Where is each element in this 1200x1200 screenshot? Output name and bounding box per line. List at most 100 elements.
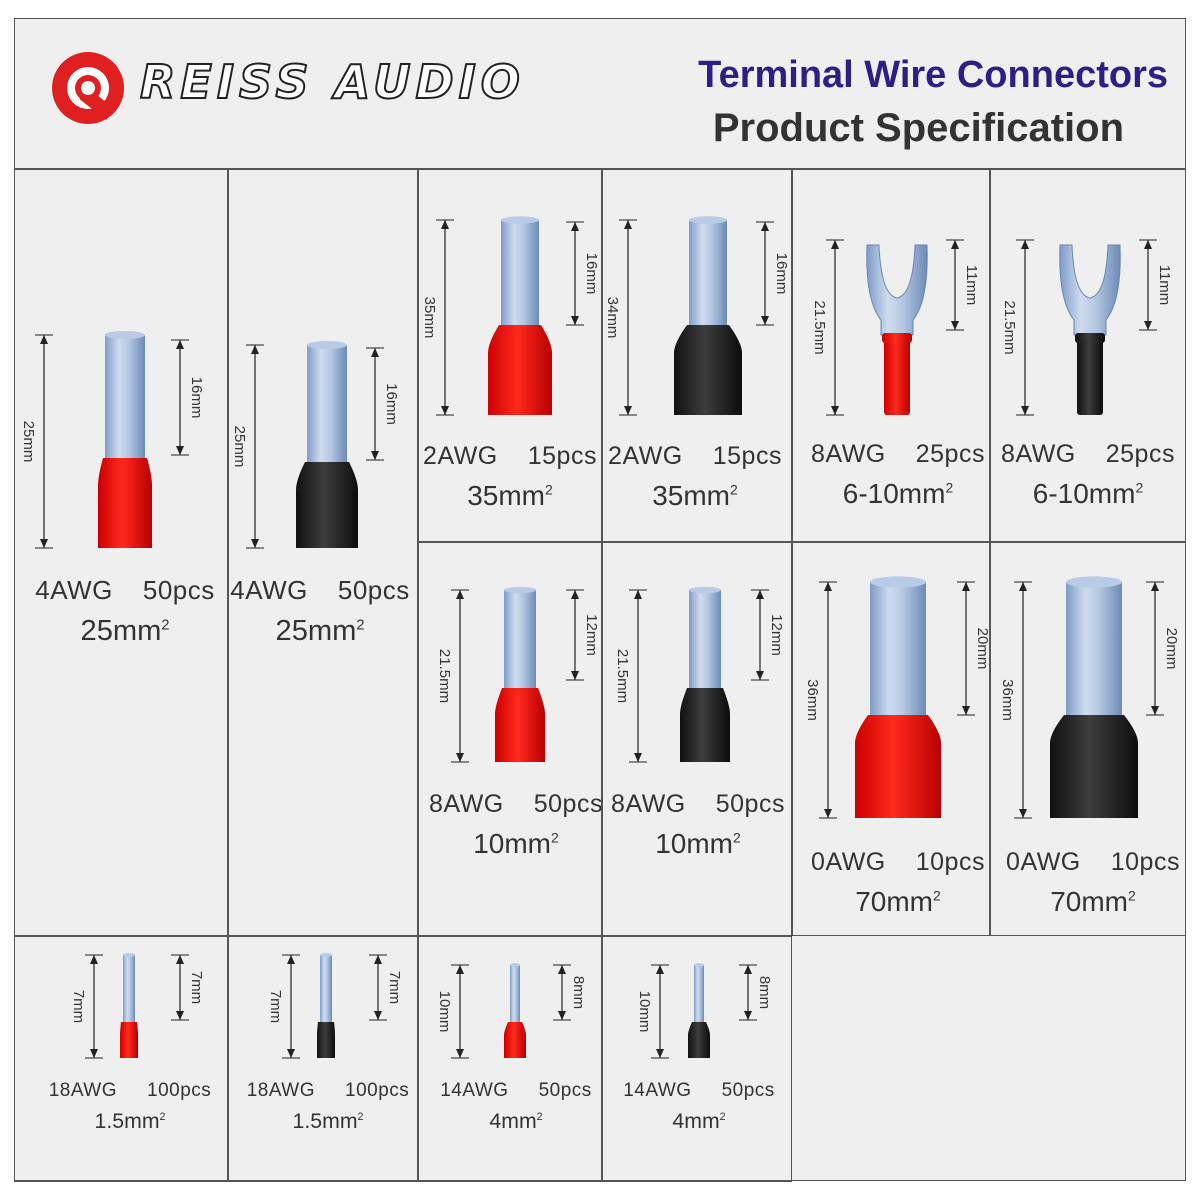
cross-section-size: 4mm xyxy=(489,1108,537,1133)
quantity: 50pcs xyxy=(721,1080,775,1101)
cross-section-size: 10mm xyxy=(473,827,551,859)
dimension-tube-b: 16mm xyxy=(366,347,400,461)
quantity: 15pcs xyxy=(712,442,782,470)
product-cell-g xyxy=(418,542,602,936)
cross-section-size: 25mm xyxy=(80,615,162,648)
awg-gauge: 14AWG xyxy=(623,1080,692,1101)
dimension-total-g: 21.5mm xyxy=(436,589,469,763)
awg-gauge: 2AWG xyxy=(608,442,683,470)
dimension-total-c: 35mm xyxy=(421,219,454,416)
squared-superscript: 2 xyxy=(932,887,941,904)
squared-superscript: 2 xyxy=(550,829,559,846)
quantity: 25pcs xyxy=(1105,440,1175,468)
squared-superscript: 2 xyxy=(945,479,954,496)
product-cell-d xyxy=(602,168,792,542)
connector-ferrule-black-l xyxy=(317,953,335,1058)
svg-text:35mm: 35mm xyxy=(421,297,438,339)
svg-text:8mm: 8mm xyxy=(756,976,773,1009)
quantity: 25pcs xyxy=(915,440,985,468)
svg-text:36mm: 36mm xyxy=(999,679,1016,721)
svg-text:7mm: 7mm xyxy=(188,971,205,1004)
svg-text:21.5mm: 21.5mm xyxy=(614,649,631,703)
svg-text:10mm: 10mm xyxy=(636,991,653,1033)
quantity: 50pcs xyxy=(533,790,603,818)
svg-text:25mm: 25mm xyxy=(20,421,37,463)
cross-section-size: 35mm xyxy=(652,479,730,511)
awg-gauge: 8AWG xyxy=(811,440,886,468)
dimension-tube-a: 16mm xyxy=(171,339,205,456)
connector-ferrule-black-j xyxy=(1050,576,1138,818)
awg-gauge: 8AWG xyxy=(1001,440,1076,468)
svg-text:11mm: 11mm xyxy=(963,265,980,306)
squared-superscript: 2 xyxy=(1135,479,1144,496)
dimension-total-f: 21.5mm xyxy=(1001,239,1034,416)
connector-ferrule-black-n xyxy=(688,963,710,1058)
cross-section-size: 10mm xyxy=(655,827,733,859)
connector-ferrule-black-b xyxy=(296,341,358,548)
awg-gauge: 4AWG xyxy=(35,575,113,605)
product-cell-i xyxy=(792,542,990,936)
awg-gauge: 14AWG xyxy=(440,1080,509,1101)
dimension-total-j: 36mm xyxy=(999,581,1032,819)
awg-gauge: 0AWG xyxy=(811,848,886,876)
cross-section-size: 4mm xyxy=(672,1108,720,1133)
product-label-g: 8AWG 50pcs 10mm2 xyxy=(429,790,603,860)
dimension-tube-m: 8mm xyxy=(553,964,587,1021)
awg-gauge: 2AWG xyxy=(423,442,498,470)
product-cell-c xyxy=(418,168,602,542)
dimension-total-h: 21.5mm xyxy=(614,589,647,763)
dimension-tube-h: 12mm xyxy=(751,589,785,681)
quantity: 50pcs xyxy=(538,1080,592,1101)
squared-superscript: 2 xyxy=(729,481,738,498)
svg-text:10mm: 10mm xyxy=(436,991,453,1033)
connector-ferrule-black-h xyxy=(680,586,730,762)
quantity: 100pcs xyxy=(147,1080,212,1101)
connector-fork-black-f xyxy=(1059,244,1121,415)
dimension-total-a: 25mm xyxy=(20,334,53,549)
dimension-total-d: 34mm xyxy=(604,219,637,416)
connector-ferrule-red-k xyxy=(120,953,138,1058)
connector-ferrule-red-i xyxy=(855,576,941,818)
svg-text:16mm: 16mm xyxy=(583,253,600,295)
svg-text:21.5mm: 21.5mm xyxy=(436,649,453,703)
svg-text:7mm: 7mm xyxy=(267,990,284,1023)
quantity: 50pcs xyxy=(337,575,410,605)
connector-ferrule-red-a xyxy=(98,331,152,548)
quantity: 10pcs xyxy=(915,848,985,876)
quantity: 50pcs xyxy=(142,575,215,605)
cross-section-size: 6-10mm xyxy=(842,477,946,509)
dimension-tube-n: 8mm xyxy=(739,964,773,1021)
cross-section-size: 1.5mm xyxy=(94,1108,160,1133)
product-cell-l xyxy=(228,936,418,1182)
dimension-total-b: 25mm xyxy=(231,344,264,549)
product-cell-h xyxy=(602,542,792,936)
dimension-tube-e: 11mm xyxy=(946,239,980,331)
svg-text:36mm: 36mm xyxy=(804,679,821,721)
svg-text:11mm: 11mm xyxy=(1156,265,1173,306)
page-subtitle: Product Specification xyxy=(712,106,1124,150)
svg-text:12mm: 12mm xyxy=(768,614,785,656)
connector-ferrule-red-c xyxy=(488,216,552,415)
dimension-total-l: 7mm xyxy=(267,954,300,1059)
quantity: 15pcs xyxy=(527,442,597,470)
product-cell-a xyxy=(14,168,228,936)
awg-gauge: 8AWG xyxy=(429,790,504,818)
dimension-total-k: 7mm xyxy=(70,954,103,1059)
svg-text:16mm: 16mm xyxy=(383,383,400,425)
dimension-tube-g: 12mm xyxy=(566,589,600,681)
svg-text:20mm: 20mm xyxy=(974,628,991,670)
product-cell-b xyxy=(228,168,418,936)
svg-text:12mm: 12mm xyxy=(583,614,600,656)
product-cell-f xyxy=(990,168,1186,542)
squared-superscript: 2 xyxy=(357,1110,364,1123)
product-cell-m xyxy=(418,936,602,1182)
svg-text:16mm: 16mm xyxy=(773,253,790,295)
awg-gauge: 4AWG xyxy=(230,575,308,605)
connector-ferrule-black-d xyxy=(674,216,742,415)
